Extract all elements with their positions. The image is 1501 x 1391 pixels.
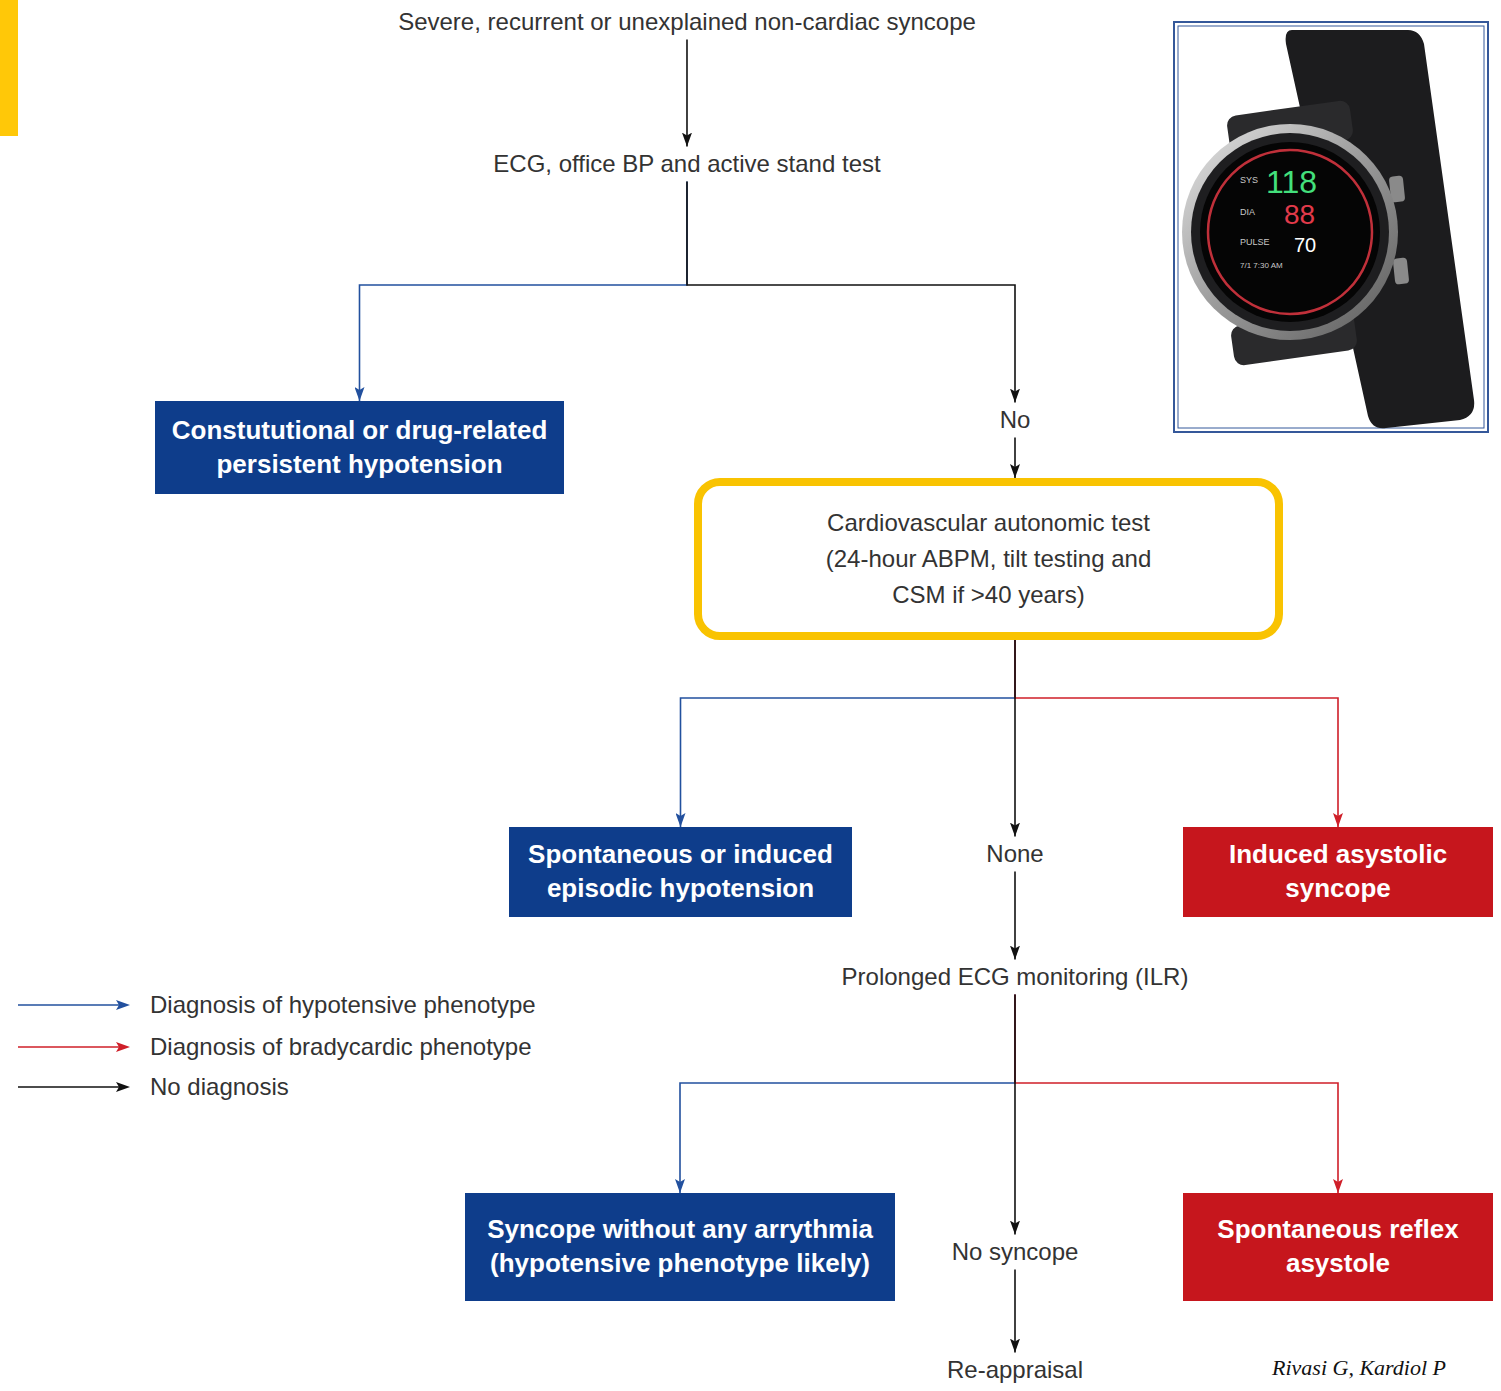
legend-sample: [0, 1032, 140, 1062]
watch-reading-value: 118: [1266, 166, 1317, 198]
flow-arrow: [680, 994, 1015, 1193]
node-text: Syncope without any arrythmia (hypotensi…: [473, 1213, 887, 1281]
watch-button: [1393, 257, 1410, 284]
watch-reading-value: 70: [1294, 235, 1316, 255]
diagnosis-box: Spontaneous reflex asystole: [1183, 1193, 1493, 1301]
image-frame-inner: [1178, 26, 1484, 428]
node-text: ECG, office BP and active stand test: [493, 150, 880, 179]
node-text: Severe, recurrent or unexplained non-car…: [398, 8, 976, 37]
legend-arrow-head: [116, 1042, 130, 1052]
flow-arrow: [687, 181, 1015, 402]
flow-step-text: No: [996, 403, 1035, 438]
node-text: Spontaneous or induced episodic hypotens…: [517, 838, 844, 906]
flow-arrow: [1014, 437, 1016, 478]
flow-arrow: [360, 181, 687, 401]
watch-face: [1200, 142, 1380, 322]
flow-step-text: Prolonged ECG monitoring (ILR): [838, 960, 1193, 995]
node-text: None: [986, 840, 1043, 869]
legend-text: No diagnosis: [150, 1072, 289, 1102]
legend-line: [18, 1004, 120, 1006]
test-box: Cardiovascular autonomic test (24-hour A…: [694, 478, 1283, 640]
legend-item: Diagnosis of hypotensive phenotype: [0, 990, 700, 1020]
watch-reading-value: 88: [1284, 201, 1315, 229]
legend-arrow-head: [116, 1000, 130, 1010]
citation: Rivasi G, Kardiol P: [1272, 1357, 1446, 1379]
image-frame: [1174, 22, 1488, 432]
legend-item: Diagnosis of bradycardic phenotype: [0, 1032, 700, 1062]
node-text: No syncope: [952, 1238, 1079, 1267]
node-text: No: [1000, 406, 1031, 435]
flow-step-text: None: [982, 837, 1047, 872]
flow-arrow: [686, 39, 688, 146]
legend-item: No diagnosis: [0, 1072, 700, 1102]
diagnosis-box: Spontaneous or induced episodic hypotens…: [509, 827, 852, 917]
watch-date: 7/1 7:30 AM: [1240, 262, 1283, 270]
diagnosis-box: Induced asystolic syncope: [1183, 827, 1493, 917]
node-text: Re-appraisal: [947, 1356, 1083, 1385]
watch-ring: [1208, 150, 1372, 314]
flow-step-text: Re-appraisal: [943, 1353, 1087, 1388]
accent-bar: [0, 0, 18, 136]
node-text: Cardiovascular autonomic test (24-hour A…: [814, 505, 1164, 613]
watch-reading-label: DIA: [1240, 208, 1255, 217]
node-text: Induced asystolic syncope: [1191, 838, 1485, 906]
diagnosis-box: Constututional or drug-related persisten…: [155, 401, 564, 494]
watch-bezel: [1191, 133, 1389, 331]
legend-sample: [0, 1072, 140, 1102]
legend-text: Diagnosis of bradycardic phenotype: [150, 1032, 532, 1062]
flow-arrow: [1015, 640, 1338, 827]
watch-reading-label: PULSE: [1240, 238, 1270, 247]
flow-step-text: ECG, office BP and active stand test: [489, 147, 884, 182]
flow-arrow: [1014, 871, 1016, 959]
flow-arrow: [1014, 994, 1016, 1234]
flow-arrow: [1014, 1269, 1016, 1352]
flow-step-text: No syncope: [948, 1235, 1083, 1270]
flow-arrow: [1015, 994, 1338, 1193]
legend-line: [18, 1086, 120, 1088]
node-text: Prolonged ECG monitoring (ILR): [842, 963, 1189, 992]
diagnosis-box: Syncope without any arrythmia (hypotensi…: [465, 1193, 895, 1301]
watch-illustration: [1182, 30, 1474, 428]
watch-reading-label: SYS: [1240, 176, 1258, 185]
legend-sample: [0, 990, 140, 1020]
flow-step-text: Severe, recurrent or unexplained non-car…: [394, 5, 980, 40]
legend-line: [18, 1046, 120, 1048]
legend-text: Diagnosis of hypotensive phenotype: [150, 990, 536, 1020]
legend-arrow-head: [116, 1082, 130, 1092]
flow-arrow: [681, 640, 1016, 827]
watch-case: [1182, 124, 1398, 340]
flow-arrow: [1014, 640, 1016, 837]
node-text: Constututional or drug-related persisten…: [163, 414, 556, 482]
node-text: Spontaneous reflex asystole: [1191, 1213, 1485, 1281]
